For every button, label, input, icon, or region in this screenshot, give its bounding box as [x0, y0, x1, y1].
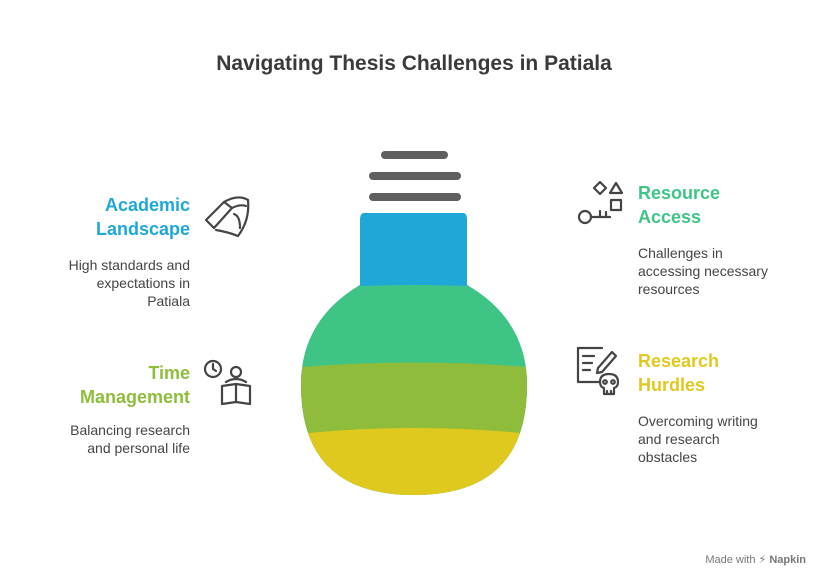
screw-thread-2 — [369, 172, 461, 180]
research-description: Overcoming writing and research obstacle… — [638, 413, 758, 465]
resource-description: Challenges in accessing necessary resour… — [638, 245, 768, 297]
open-book-icon — [204, 196, 250, 238]
resource-heading: Resource Access — [638, 183, 721, 227]
document-skull-icon — [576, 346, 620, 396]
made-with-napkin: Made with ⚡ Napkin — [705, 554, 806, 566]
bulb-segment-research — [301, 428, 527, 495]
bulb-screw — [369, 151, 461, 201]
napkin-logo-icon: ⚡ — [758, 554, 767, 566]
research-heading: Research Hurdles — [638, 351, 720, 395]
screw-thread-3 — [369, 193, 461, 201]
academic-description: High standards and expectations in Patia… — [68, 257, 190, 309]
time-heading: Time Management — [79, 363, 190, 407]
screw-thread-1 — [381, 151, 448, 159]
page-title: Navigating Thesis Challenges in Patiala — [216, 52, 612, 75]
academic-heading: Academic Landscape — [95, 195, 190, 239]
clock-reader-icon — [203, 359, 252, 406]
shapes-key-icon — [577, 180, 624, 225]
time-description: Balancing research and personal life — [70, 422, 190, 456]
